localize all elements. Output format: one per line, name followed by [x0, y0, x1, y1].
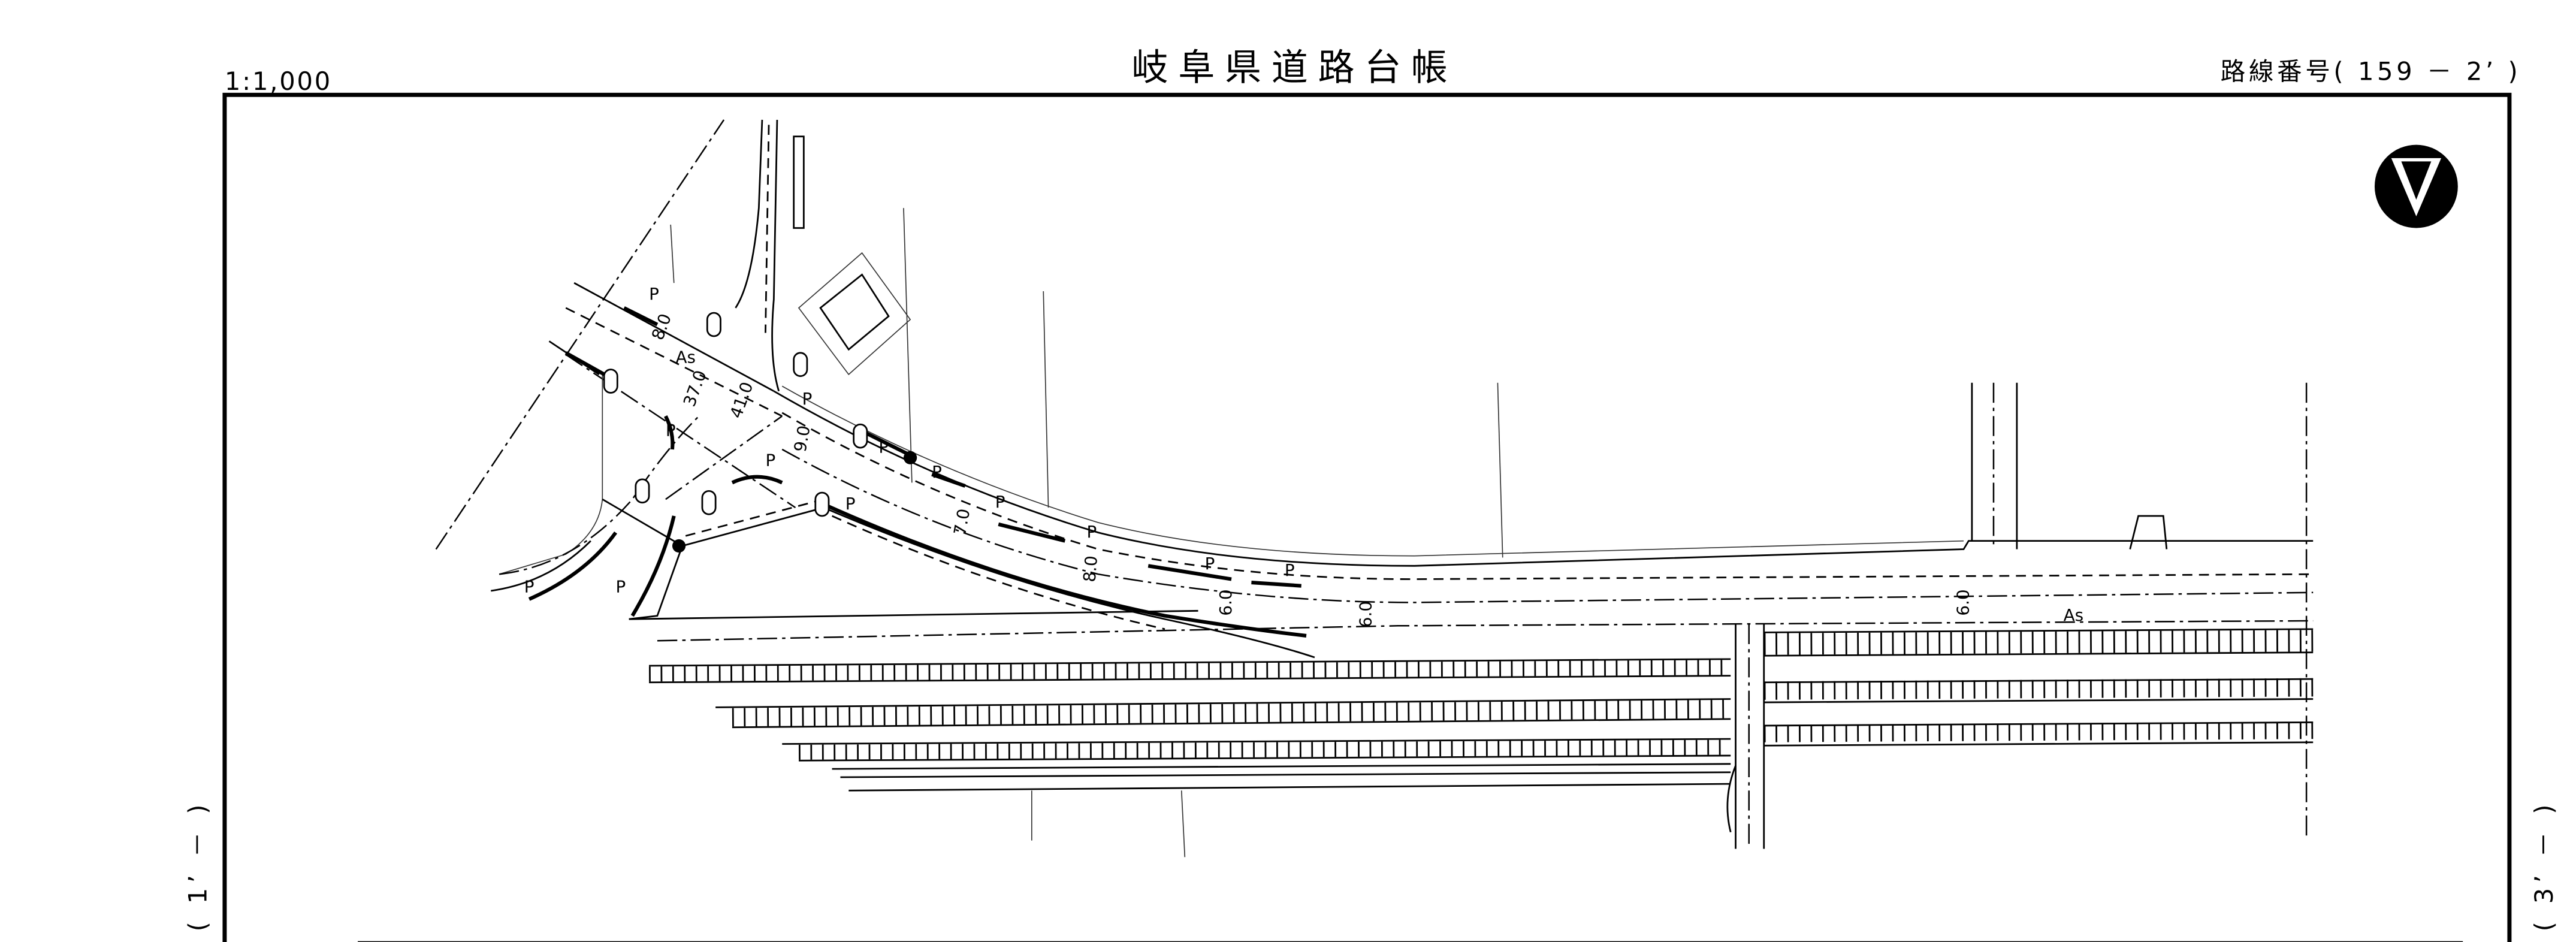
width-label: 6.0	[1216, 589, 1236, 615]
width-label: 8.0	[648, 311, 675, 343]
marking-label-p: P	[765, 451, 775, 470]
marking-label-p: P	[845, 494, 856, 514]
marking-label-p: P	[649, 284, 659, 304]
width-label: 37.0	[680, 367, 711, 409]
width-label: 8.0	[1079, 555, 1101, 583]
width-label: 41.0	[726, 379, 757, 421]
marking-label-p: P	[878, 437, 889, 457]
sheet-title: 岐阜県道路台帳	[1132, 46, 1458, 89]
scale-label: 1:1,000	[225, 67, 332, 96]
marking-label-p: P	[802, 389, 813, 409]
width-label: 6.0	[1355, 601, 1375, 627]
right-sheet-ref: ( 3’ － )	[2529, 799, 2559, 931]
marking-label-p: P	[1205, 554, 1215, 573]
width-label: 6.0	[1953, 589, 1973, 615]
width-label: 9.0	[790, 424, 814, 453]
route-number: 路線番号( 159 － 2’ )	[2221, 56, 2521, 86]
road-plan-drawing: As As 8.0 37.0 41.0 9.0 7.0 8.0 6.0 6.0 …	[435, 119, 2314, 858]
marking-label-p: P	[524, 577, 534, 597]
pavement-label-as: As	[2064, 605, 2083, 625]
marking-label-p: P	[616, 577, 626, 597]
sheet-frame	[222, 92, 2512, 942]
pavement-label-as: As	[676, 347, 696, 367]
left-sheet-ref: ( 1’ － )	[183, 799, 212, 931]
marking-label-p: P	[1285, 560, 1295, 580]
marking-label-p: P	[932, 462, 942, 482]
width-label: 7.0	[950, 507, 974, 536]
marking-label-p: P	[666, 421, 676, 440]
marking-label-p: P	[1086, 522, 1097, 542]
north-arrow-icon	[2374, 144, 2458, 228]
marking-label-p: P	[995, 492, 1005, 512]
